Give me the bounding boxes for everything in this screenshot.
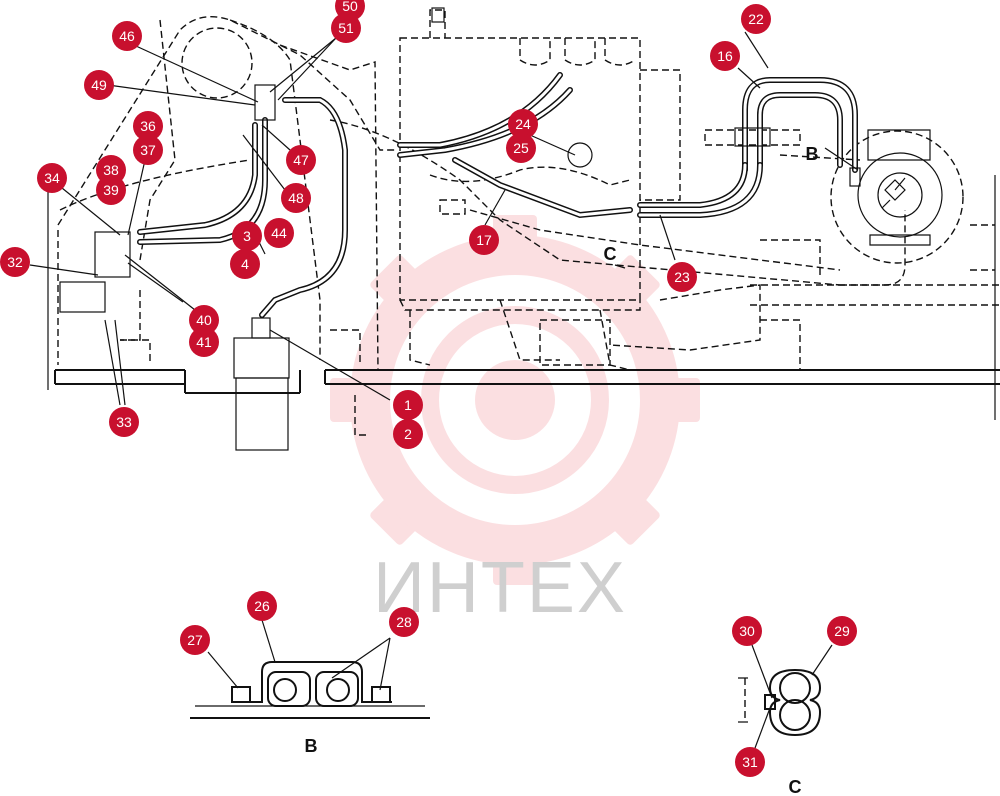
svg-text:22: 22 (748, 11, 764, 27)
callout-3: 3 (232, 221, 262, 251)
callout-41: 41 (189, 327, 219, 357)
callout-47: 47 (286, 145, 316, 175)
svg-text:4: 4 (241, 256, 249, 272)
hydraulic-tank (399, 7, 681, 371)
callout-25: 25 (506, 133, 536, 163)
callout-24: 24 (508, 109, 538, 139)
view-label-c-main: C (604, 244, 617, 264)
svg-text:3: 3 (243, 228, 251, 244)
callout-28: 28 (389, 607, 419, 637)
svg-text:32: 32 (7, 254, 23, 270)
callout-34: 34 (37, 163, 67, 193)
view-label-c-detail: C (789, 777, 802, 796)
valve-block (59, 84, 861, 313)
svg-text:26: 26 (254, 598, 270, 614)
svg-text:49: 49 (91, 77, 107, 93)
svg-text:50: 50 (342, 0, 358, 14)
detail-view-b (190, 619, 430, 719)
svg-text:39: 39 (103, 182, 119, 198)
callout-51: 51 (331, 13, 361, 43)
filter-housing (233, 317, 290, 451)
svg-text:48: 48 (288, 190, 304, 206)
callout-44: 44 (264, 218, 294, 248)
hydraulic-pump (857, 129, 943, 246)
leader-lines (29, 31, 859, 406)
svg-text:46: 46 (119, 28, 135, 44)
svg-text:16: 16 (717, 48, 733, 64)
svg-text:38: 38 (103, 162, 119, 178)
callout-4: 4 (230, 249, 260, 279)
callout-31: 31 (735, 747, 765, 777)
callout-39: 39 (96, 175, 126, 205)
svg-text:28: 28 (396, 614, 412, 630)
callout-32: 32 (0, 247, 30, 277)
callout-36: 36 (133, 111, 163, 141)
view-label-b-main: B (806, 144, 819, 164)
callout-27: 27 (180, 625, 210, 655)
view-label-b-detail: B (305, 736, 318, 756)
callout-17: 17 (469, 225, 499, 255)
callout-29: 29 (827, 616, 857, 646)
hose-lines (137, 72, 858, 318)
svg-text:2: 2 (404, 426, 412, 442)
callout-46: 46 (112, 21, 142, 51)
svg-text:36: 36 (140, 118, 156, 134)
svg-text:23: 23 (674, 269, 690, 285)
callout-23: 23 (667, 262, 697, 292)
callout-40: 40 (189, 305, 219, 335)
callout-16: 16 (710, 41, 740, 71)
callout-30: 30 (732, 616, 762, 646)
svg-text:25: 25 (513, 140, 529, 156)
svg-text:30: 30 (739, 623, 755, 639)
svg-text:31: 31 (742, 754, 758, 770)
callout-26: 26 (247, 591, 277, 621)
svg-text:27: 27 (187, 632, 203, 648)
svg-text:37: 37 (140, 142, 156, 158)
svg-text:34: 34 (44, 170, 60, 186)
svg-text:41: 41 (196, 334, 212, 350)
svg-text:33: 33 (116, 414, 132, 430)
callout-49: 49 (84, 70, 114, 100)
callout-37: 37 (133, 135, 163, 165)
frame-rail (47, 175, 1000, 420)
svg-text:44: 44 (271, 225, 287, 241)
callout-1: 1 (393, 390, 423, 420)
callout-2: 2 (393, 419, 423, 449)
callout-48: 48 (281, 183, 311, 213)
svg-text:17: 17 (476, 232, 492, 248)
svg-text:29: 29 (834, 623, 850, 639)
callout-22: 22 (741, 4, 771, 34)
callout-33: 33 (109, 407, 139, 437)
svg-text:24: 24 (515, 116, 531, 132)
svg-text:1: 1 (404, 397, 412, 413)
svg-text:40: 40 (196, 312, 212, 328)
svg-text:47: 47 (293, 152, 309, 168)
watermark-gear-logo (330, 215, 700, 585)
svg-text:51: 51 (338, 20, 354, 36)
detail-view-c (738, 644, 833, 749)
